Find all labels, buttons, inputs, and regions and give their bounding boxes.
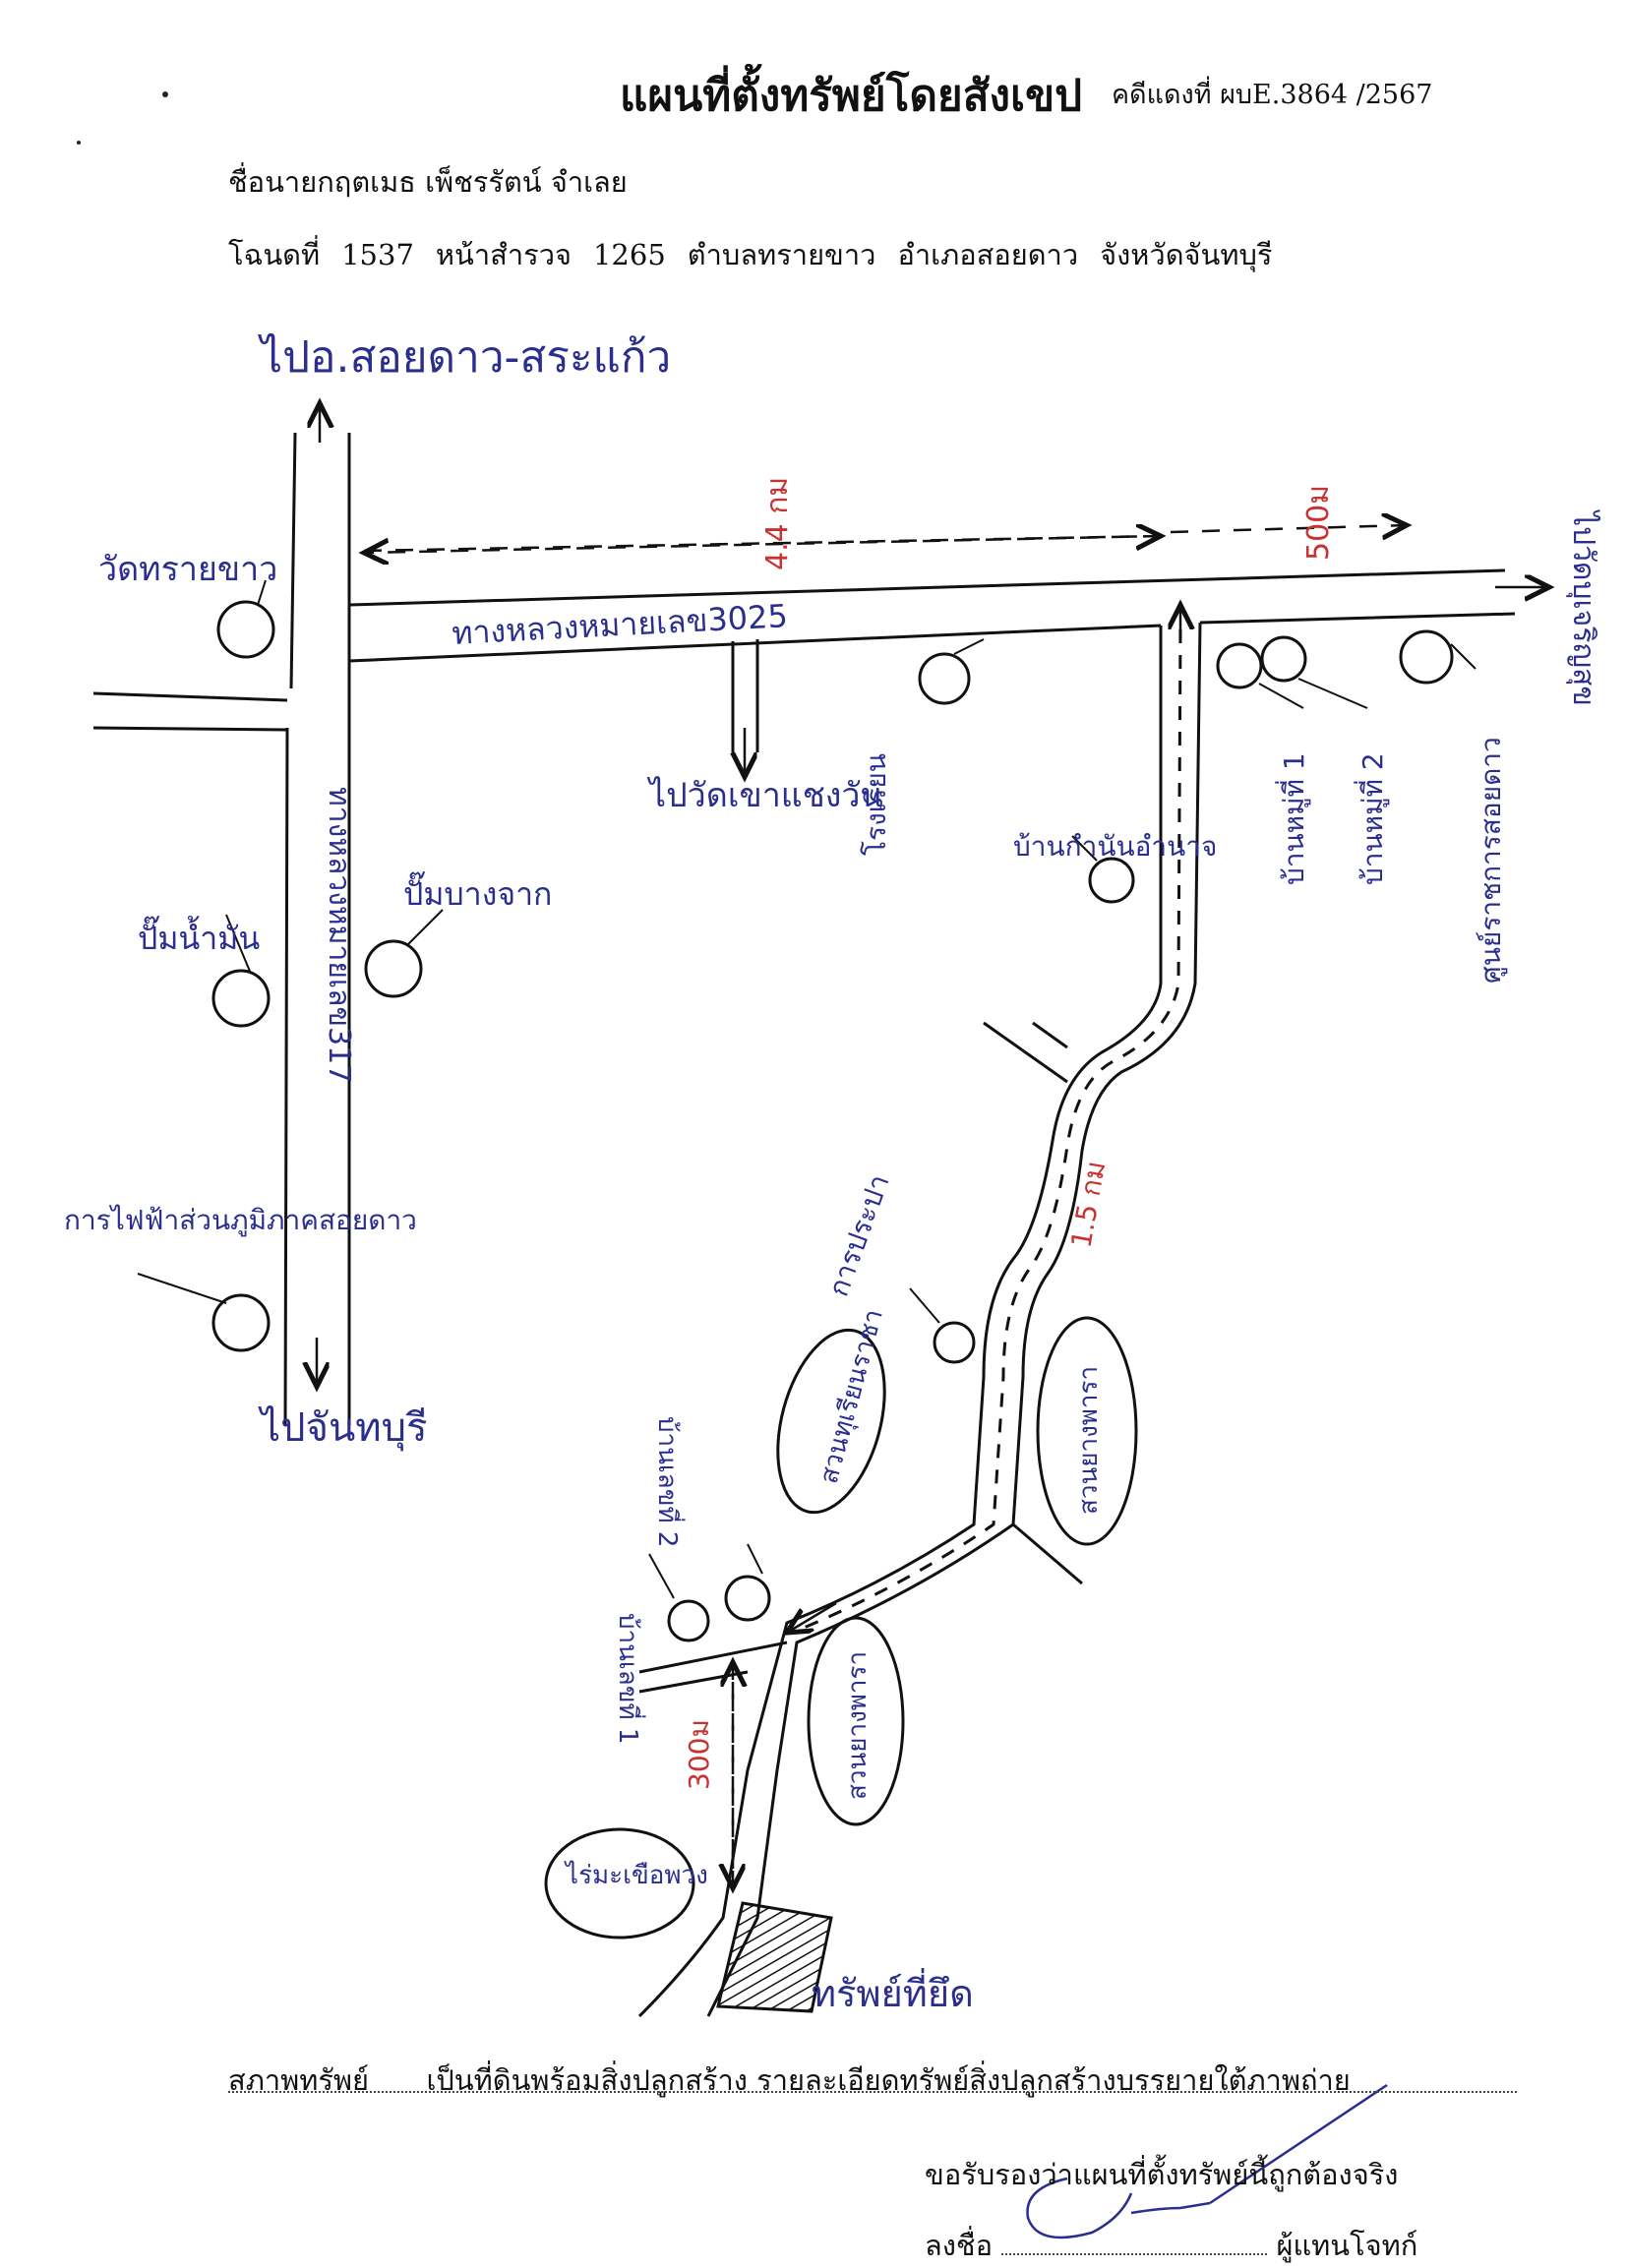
label-to-east: ไปวัดบุเจริญสุข <box>1565 509 1601 706</box>
south-junction-arrow <box>787 1601 837 1633</box>
distance-lines <box>364 525 1407 1888</box>
sign-label: ลงชื่อ <box>925 2229 994 2262</box>
label-gas-bangchak: ปั๊มบางจาก <box>403 871 552 913</box>
school-circle <box>918 652 971 705</box>
west-branch <box>92 691 288 732</box>
temple-circle <box>216 600 275 659</box>
label-dist-south: 300ม <box>683 1719 715 1790</box>
label-water-supply: การประปา <box>822 1170 896 1301</box>
deed-number: 1537 <box>341 238 414 271</box>
village-b-circle <box>1260 635 1307 683</box>
house-b-circle <box>724 1575 771 1622</box>
junction-west-road <box>983 1021 1068 1084</box>
label-property: ทรัพย์ที่ยึด <box>812 1968 974 2015</box>
farm-ovals <box>544 1316 1138 1940</box>
case-number: คดีแดงที่ ผบE.3864 /2567 <box>1112 80 1433 110</box>
landmark-circles <box>211 600 1454 1642</box>
district: อำเภอสอยดาว <box>897 238 1079 271</box>
gas-ptt-circle <box>211 969 271 1028</box>
cassava-farm-oval <box>807 1616 905 1826</box>
clinic-circle <box>1399 629 1454 685</box>
certification: ขอรับรองว่าแผนที่ตั้งทรัพย์นี้ถูกต้องจริ… <box>925 2158 1399 2191</box>
road-3025-south-edge <box>348 612 1516 663</box>
label-dist-diag: 1.5 กม <box>1064 1159 1112 1250</box>
province: จังหวัดจันทบุรี <box>1100 238 1273 271</box>
label-dist-west: 4.4 กม <box>760 477 795 570</box>
water-supply-circle <box>933 1321 976 1364</box>
label-office: การไฟฟ้าส่วนภูมิภาคสอยดาว <box>64 1204 417 1237</box>
orchard-oval <box>776 1328 886 1515</box>
label-house-b: บ้านเลขที่ 2 <box>652 1416 686 1547</box>
main-road-west-edge <box>283 432 297 1427</box>
property-parcel <box>716 1901 833 2013</box>
rubber-farm-oval <box>1036 1316 1138 1546</box>
subdistrict: ตำบลทรายขาว <box>687 238 876 271</box>
label-to-temple: ไปวัดเขาแชงวัน <box>646 776 883 815</box>
distance-east-line <box>1170 525 1407 532</box>
village-a-circle <box>1216 642 1263 689</box>
village-head-circle <box>1088 857 1135 904</box>
label-village-head: บ้านกำนันอำนาจ <box>1013 830 1217 863</box>
label-coconut: ไร่มะเขือพวง <box>564 1860 708 1890</box>
house-a-circle <box>667 1599 710 1642</box>
temple-spur <box>731 639 759 752</box>
owner-line: ชื่อนายกฤตเมธ เพ็ชรรัตน์ จำเลย <box>228 165 628 199</box>
survey-number: 1265 <box>592 238 666 271</box>
property-status-line: สภาพทรัพย์ เป็นที่ดินพร้อมสิ่งปลูกสร้าง … <box>228 2058 1351 2103</box>
survey-label: หน้าสำรวจ <box>435 238 572 271</box>
page-title: แผนที่ตั้งทรัพย์โดยสังเขป <box>620 71 1083 121</box>
arrows <box>317 403 1549 1633</box>
label-rubber-farm: สวนยางพารา <box>1074 1366 1104 1515</box>
label-temple: วัดทรายขาว <box>98 550 277 589</box>
signature-flourish <box>1026 2083 1388 2239</box>
distance-west-line-back <box>364 534 1162 553</box>
label-house-a: บ้านเลขที่ 1 <box>613 1613 646 1744</box>
sign-role: ผู้แทนโจทก์ <box>1276 2229 1418 2262</box>
label-clinic: ศูนย์ราชการสอยดาว <box>1475 737 1508 984</box>
label-to-north: ไปอ.สอยดาว-สระแก้ว <box>258 332 671 383</box>
roads <box>92 432 1516 2018</box>
south-junction-road <box>638 1641 788 1694</box>
label-to-south: ไปจันทบุรี <box>258 1405 428 1452</box>
winding-road-west <box>637 626 1163 2018</box>
label-school: โรงเรียน <box>860 753 892 856</box>
road-3025-north-edge <box>348 568 1506 607</box>
label-orchard: สวนทุเรียนราชา <box>814 1306 889 1487</box>
deed-line: โฉนดที่ 1537 หน้าสำรวจ 1265 ตำบลทรายขาว อำเภอ… <box>228 232 1294 277</box>
label-dist-east: 500ม <box>1301 485 1336 561</box>
label-gas-ptt: ปั๊มน้ำมัน <box>138 916 260 957</box>
label-cassava-farm: สวนยางพารา <box>843 1651 873 1800</box>
label-highway: ทางหลวงหมายเลข317 <box>322 787 356 1083</box>
signature-space <box>1001 2253 1268 2255</box>
deed-label: โฉนดที่ <box>228 238 321 271</box>
stray-mark <box>77 141 81 145</box>
label-village-b: บ้านหมู่ที่ 2 <box>1354 752 1390 885</box>
label-village-a: บ้านหมู่ที่ 1 <box>1275 752 1311 885</box>
map-labels: ไปอ.สอยดาว-สระแก้ว ไปจันทบุรี ไปวัดเขาแช… <box>64 332 1601 2015</box>
stray-mark <box>162 91 168 97</box>
signature-line: ลงชื่อ ผู้แทนโจทก์ <box>925 2223 1417 2268</box>
coconut-oval <box>544 1827 695 1940</box>
status-underline <box>228 2091 1517 2093</box>
office-circle <box>211 1293 271 1352</box>
gas-bangchak-circle <box>364 939 423 998</box>
leader-lines <box>137 579 1476 1599</box>
